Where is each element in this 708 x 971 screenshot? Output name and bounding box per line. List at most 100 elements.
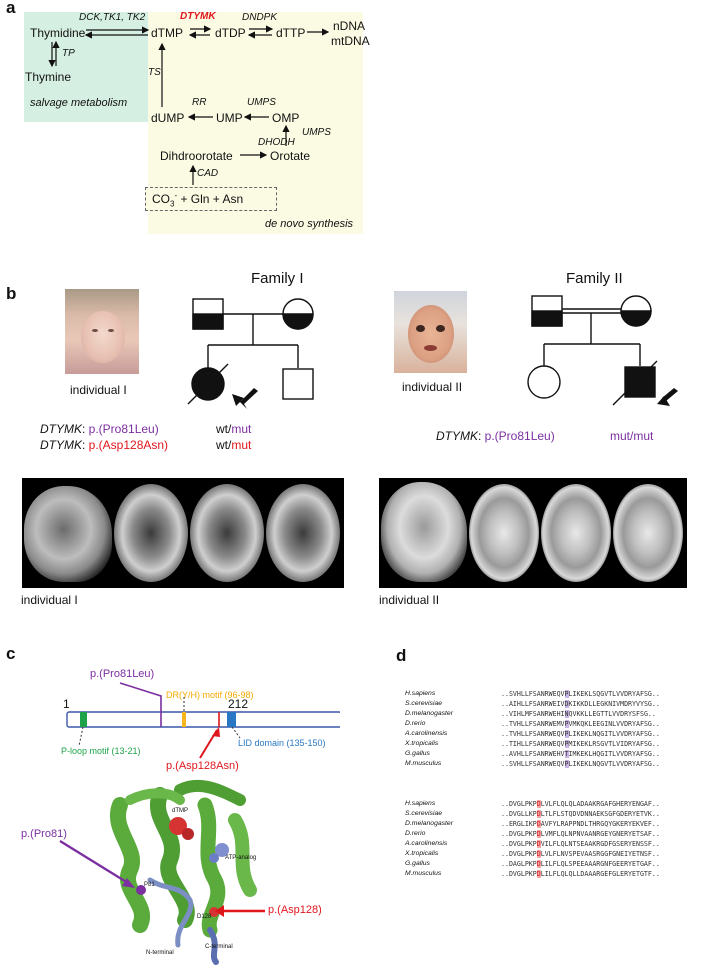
align1-post-6: IMKEKLHQGITLVVDRYAFSG.. (568, 750, 660, 758)
substrates-sub: 3 (170, 199, 175, 209)
align2-seq-2: ..ERGLIKPDAVFYLRAPPNDLTHRGQYGKERYEKVEF.. (501, 820, 660, 828)
orotate-label: Orotate (270, 149, 311, 163)
panel-c-letter: c (6, 644, 16, 663)
align1-species-1: S.cerevisiae (405, 700, 443, 707)
variant-1: p.(Pro81Leu) (88, 422, 159, 436)
align2-post-1: LTLFLSTQDVDNNAEKSGFGDERYETVK.. (540, 810, 660, 818)
mri-ii-axial-2 (541, 484, 611, 582)
pro81-struct-label: p.(Pro81) (21, 828, 67, 840)
panel-b-letter: b (6, 284, 17, 303)
genotype-2-mut: mut (231, 438, 252, 452)
align2-pre-2: ..ERGLIKP (501, 820, 537, 828)
d128-label: D128 (197, 914, 212, 920)
align1-hl-1: D (564, 700, 569, 708)
genotype-2-wt: wt/ (216, 438, 232, 452)
substrates-rest: + Gln + Asn (177, 192, 244, 206)
align1-species-2: D.melanogaster (405, 710, 453, 717)
mtdna-label: mtDNA (331, 34, 370, 48)
align2-post-3: LVMFLQLNPNVAANRGEYGNERYETSAF.. (540, 830, 660, 838)
align2-species-7: M.musculus (405, 870, 442, 877)
align1-seq-7: ..SVHLLFSANRWEQVPLIKEKLNQGVTLVVDRYAFSG.. (501, 760, 660, 768)
panel-a-letter: a (6, 0, 16, 17)
mri-individual-ii (379, 478, 687, 588)
dryh-label: DR(Y/H) motif (96-98) (166, 690, 254, 700)
mri-ii-axial-1 (469, 484, 539, 582)
align2-post-0: LVLFLQLQLADAAKRGAFGHERYENGAF.. (540, 800, 660, 808)
mri-individual-i (22, 478, 344, 588)
align2-hl-5: D (536, 850, 541, 858)
align1-post-1: KIKKDLLEGKNIVMDRYVYSG.. (568, 700, 660, 708)
individual-i-label: individual I (70, 383, 127, 397)
colon-2: : (82, 438, 89, 452)
align1-post-7: LIKEKLNQGVTLVVDRYAFSG.. (568, 760, 660, 768)
ploop-motif (80, 712, 87, 727)
align1-seq-0: ..SVHLLFSANRWEQVPLIKEKLSQGVTLVVDRYAFSG.. (501, 690, 660, 698)
align2-post-5: LVLFLNVSPEVAASRGGFGNEIYETNSF.. (540, 850, 660, 858)
align1-pre-2: ..VIHLMFSANRWEHI (501, 710, 565, 718)
align2-seq-5: ..DVGLPKPDLVLFLNVSPEVAASRGGFGNEIYETNSF.. (501, 850, 660, 858)
substrates-co: CO (152, 192, 170, 206)
variant-3: p.(Pro81Leu) (484, 429, 555, 443)
mri-i-axial-2 (190, 484, 264, 582)
family-i-son (282, 368, 314, 400)
dtmp-struct-label: dTMP (172, 808, 189, 814)
lid-label: LID domain (135-150) (238, 738, 326, 748)
dndpk-label: DNDPK (242, 12, 278, 23)
align2-seq-6: ..DAGLPKPDLILFLQLSPEEAAARGNFGEERYETGAF.. (501, 860, 660, 868)
align2-post-2: AVFYLRAPPNDLTHRGQYGKERYEKVEF.. (540, 820, 660, 828)
align2-hl-3: D (536, 830, 541, 838)
align2-seq-3: ..DVGLPKPDLVMFLQLNPNVAANRGEYGNERYETSAF.. (501, 830, 660, 838)
variant-line-1: DTYMK: p.(Pro81Leu) (40, 422, 159, 436)
gene-2: DTYMK (40, 438, 82, 452)
align1-seq-3: ..TVHLLFSANRWEMVPVMKQKLEEGINLVVDRYAFSG.. (501, 720, 660, 728)
cterm-label: C-terminal (205, 944, 233, 950)
genotype-1-wt: wt/ (216, 422, 232, 436)
align1-seq-4: ..TVHLLFSANRWEQVPLIKEKLNQGITLVVDRYAFSG.. (501, 730, 660, 738)
dtdp-label: dTDP (215, 26, 246, 40)
panel-d-letter: d (396, 646, 407, 665)
pedigrees (187, 295, 678, 409)
align2-species-6: G.gallus (405, 860, 430, 867)
align1-pre-4: ..TVHLLFSANRWEQV (501, 730, 565, 738)
align2-seq-7: ..DVGLPKPDLILFLQLQLLDAAARGEFGLERYETGTF.. (501, 870, 660, 878)
dtymk-label: DTYMK (180, 11, 216, 22)
align1-pre-1: ..AIHLLFSANRWEIV (501, 700, 565, 708)
align1-pre-5: ..TIHLLFSANRWEQV (501, 740, 565, 748)
align1-post-5: MIKEKLRSGVTLVIDRYAFSG.. (568, 740, 660, 748)
align2-species-2: D.melanogaster (405, 820, 453, 827)
align1-pre-6: ..AVHLLFSANRWEHV (501, 750, 565, 758)
align2-pre-3: ..DVGLPKP (501, 830, 537, 838)
align1-hl-4: P (564, 730, 569, 738)
align1-post-4: LIKEKLNQGITLVVDRYAFSG.. (568, 730, 660, 738)
align1-post-3: VMKQKLEEGINLVVDRYAFSG.. (568, 720, 660, 728)
align1-hl-5: P (564, 740, 569, 748)
dtmp-label: dTMP (151, 26, 184, 40)
dump-label: dUMP (151, 111, 185, 125)
align2-species-3: D.rerio (405, 830, 426, 837)
variant-line-2: DTYMK: p.(Asp128Asn) (40, 438, 168, 452)
align2-post-4: VILFLQLNTSEAAKRGDFGSERYENSSF.. (540, 840, 660, 848)
align2-species-1: S.cerevisiae (405, 810, 443, 817)
align1-pre-3: ..TVHLLFSANRWEMV (501, 720, 565, 728)
colon-3: : (478, 429, 485, 443)
umps1-label: UMPS (247, 97, 276, 108)
align2-post-6: LILFLQLSPEEAAARGNFGEERYETGAF.. (540, 860, 660, 868)
cad-label: CAD (197, 168, 219, 179)
align2-hl-1: D (536, 810, 541, 818)
substrates-box (145, 187, 277, 211)
nterm-label: N-terminal (146, 950, 174, 956)
mri-individual-ii-label: individual II (379, 593, 440, 607)
protein-structure (59, 779, 265, 965)
substrates-sup: - (174, 191, 178, 200)
dihydroorotate-label: Dihdroorotate (160, 149, 233, 163)
gene-1: DTYMK (40, 422, 82, 436)
variant-2: p.(Asp128Asn) (88, 438, 169, 452)
ump-label: UMP (216, 111, 243, 125)
align1-species-3: D.rerio (405, 720, 426, 727)
align2-pre-0: ..DVGLPKP (501, 800, 537, 808)
align1-seq-1: ..AIHLLFSANRWEIVDKIKKDLLEGKNIVMDRYVYSG.. (501, 700, 660, 708)
align1-pre-7: ..SVHLLFSANRWEQV (501, 760, 565, 768)
align2-species-4: A.carolinensis (405, 840, 448, 847)
align1-hl-6: T (564, 750, 569, 758)
align2-pre-5: ..DVGLPKP (501, 850, 537, 858)
